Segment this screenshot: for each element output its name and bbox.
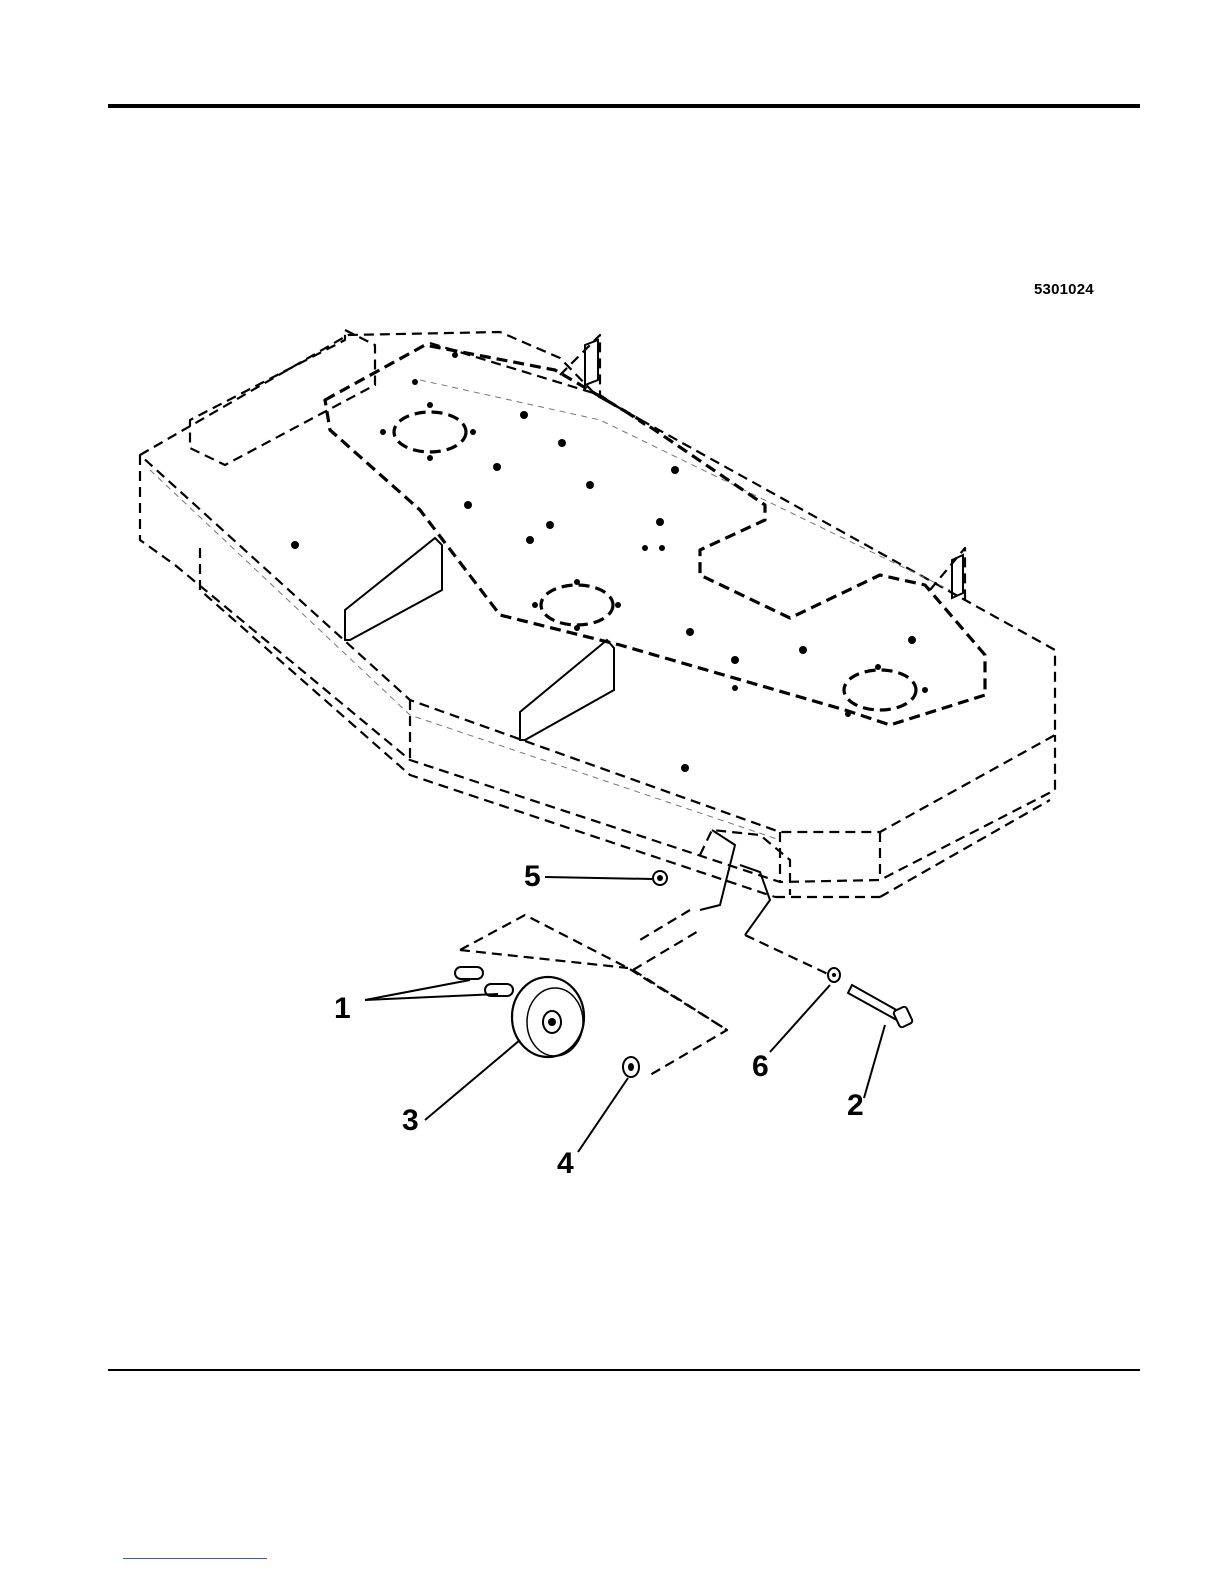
callout-2: 2 [847, 1089, 864, 1122]
callout-3: 3 [402, 1104, 419, 1137]
footer-rule [108, 1369, 1140, 1371]
deck-brackets [190, 330, 965, 935]
callout-1: 1 [334, 992, 351, 1025]
spacer [623, 1057, 639, 1077]
deck-outline [140, 332, 1055, 897]
spindle-openings [394, 412, 916, 710]
callout-5: 5 [524, 860, 541, 893]
mounting-holes [291, 352, 928, 772]
deck-top-plate [325, 343, 985, 725]
washer [828, 968, 840, 982]
bolt [848, 985, 913, 1028]
callout-4: 4 [557, 1147, 574, 1180]
callout-labels: 1 2 3 4 5 6 [334, 860, 864, 1180]
footer-link-underline[interactable] [123, 1558, 267, 1559]
nut [653, 871, 667, 885]
gauge-wheel-assembly [455, 871, 913, 1077]
callout-6: 6 [752, 1050, 769, 1083]
leader-lines [365, 877, 885, 1152]
wheel [512, 977, 584, 1057]
